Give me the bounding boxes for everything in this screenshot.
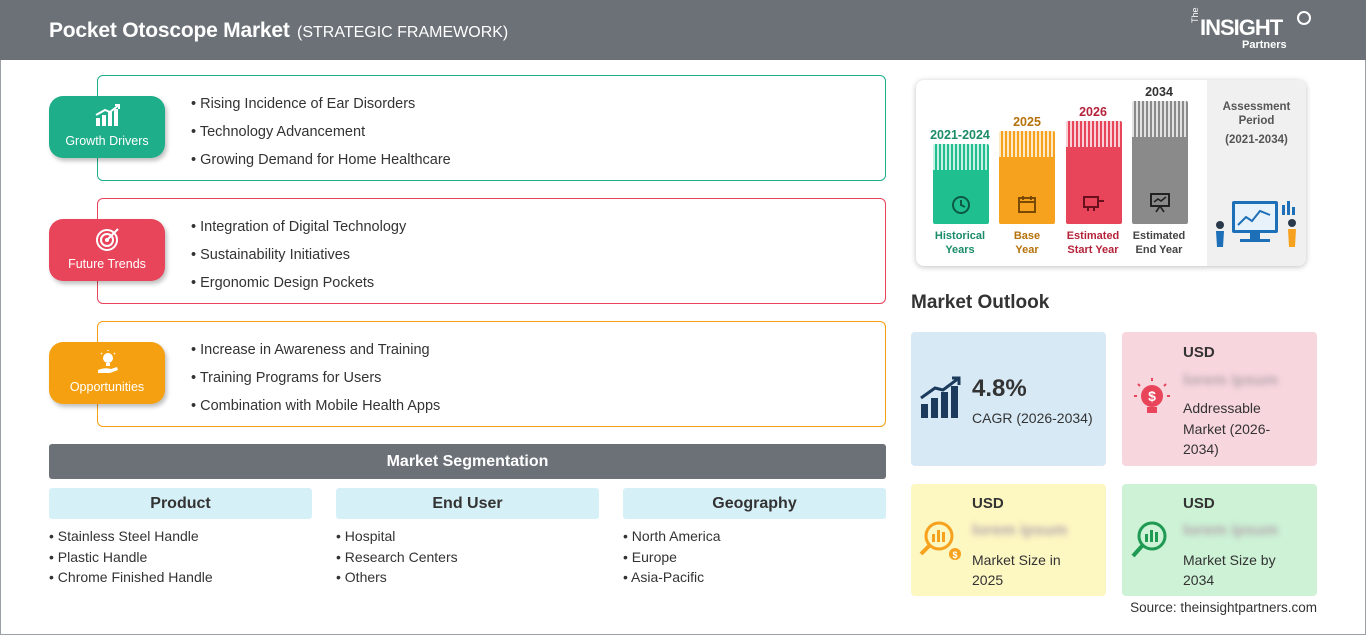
target-icon: [96, 228, 119, 251]
chart-search-icon: [1131, 521, 1167, 558]
money-search-icon: $: [919, 521, 961, 560]
list-item: • Sustainability Initiatives: [191, 247, 351, 263]
timeline-bar: [1132, 101, 1188, 224]
page-subtitle: (STRATEGIC FRAMEWORK): [297, 24, 509, 41]
size-2025-label-2: 2025: [972, 572, 1004, 588]
source-text: Source: theinsightpartners.com: [1130, 600, 1317, 615]
growth-drivers-box: • Rising Incidence of Ear Disorders • Te…: [97, 75, 886, 181]
addressable-market-card: USD lorem ipsum $ Addressable Market (20…: [1122, 332, 1317, 466]
market-outlook-title: Market Outlook: [911, 292, 1050, 313]
list-item: • Training Programs for Users: [191, 370, 382, 386]
opportunities-badge: Opportunities: [49, 342, 165, 404]
timeline-year: 2034: [1145, 85, 1173, 99]
size-2025-label-1: Market Size in: [972, 552, 1061, 568]
future-trends-badge: Future Trends: [49, 219, 165, 281]
growth-drivers-label: Growth Drivers: [65, 134, 149, 148]
opportunities-box: • Increase in Awareness and Training • T…: [97, 321, 886, 427]
addressable-value: lorem ipsum: [1183, 372, 1279, 389]
timeline-bar: [999, 131, 1055, 224]
segment-head: End User: [336, 488, 599, 519]
page-title: Pocket Otoscope Market: [49, 19, 290, 42]
future-trends-list: • Integration of Digital Technology • Su…: [191, 217, 406, 301]
list-item: • Rising Incidence of Ear Disorders: [191, 96, 416, 112]
future-trends-label: Future Trends: [68, 257, 146, 271]
list-item: • Asia-Pacific: [623, 569, 705, 585]
list-item: • Technology Advancement: [191, 124, 366, 140]
addressable-label-1: Addressable: [1183, 400, 1261, 416]
size-2025-usd: USD: [972, 495, 1004, 512]
market-size-2025-card: USD lorem ipsum $ Market Size in 2025: [911, 484, 1106, 596]
lightbulb-hand-icon: [98, 350, 118, 373]
logo-the-text: The: [1190, 7, 1200, 23]
size-2034-label-2: 2034: [1183, 572, 1215, 588]
growth-chart-icon: [95, 104, 120, 126]
addressable-label-2: Market (2026-: [1183, 421, 1271, 437]
segment-head: Geography: [623, 488, 886, 519]
history-icon: [952, 196, 970, 214]
size-2034-usd: USD: [1183, 495, 1215, 512]
logo-main-text: INSIGHT: [1200, 15, 1283, 40]
calendar-icon: [1018, 196, 1036, 213]
segment-geography: Geography • North America • Europe • Asi…: [623, 488, 886, 588]
cagr-card: 4.8% CAGR (2026-2034): [911, 332, 1106, 466]
segment-head: Product: [49, 488, 312, 519]
list-item: • Hospital: [336, 528, 396, 544]
growth-bars-icon: [920, 376, 961, 418]
growth-drivers-badge: Growth Drivers: [49, 96, 165, 158]
list-item: • Ergonomic Design Pockets: [191, 275, 375, 291]
assessment-text-2: Period: [1238, 115, 1275, 127]
size-2034-label-1: Market Size by: [1183, 552, 1276, 568]
opportunities-label: Opportunities: [69, 380, 145, 394]
list-item: • North America: [623, 528, 721, 544]
dollar-bulb-icon: $: [1134, 378, 1170, 413]
svg-text:$: $: [952, 550, 957, 560]
list-item: • Growing Demand for Home Healthcare: [191, 152, 451, 168]
list-item: • Plastic Handle: [49, 548, 148, 565]
cagr-label: CAGR (2026-2034): [972, 410, 1093, 426]
assessment-text-3: (2021-2034): [1225, 134, 1288, 146]
growth-drivers-list: • Rising Incidence of Ear Disorders • Te…: [191, 94, 451, 178]
logo-sub-text: Partners: [1242, 39, 1287, 51]
list-item: • Stainless Steel Handle: [49, 528, 199, 544]
timeline-bar: [1066, 121, 1122, 224]
list-item: • Europe: [623, 548, 677, 565]
start-flag-icon: [1083, 196, 1104, 211]
timeline-year: 2025: [1013, 115, 1041, 129]
list-item: • Increase in Awareness and Training: [191, 342, 430, 358]
cagr-value: 4.8%: [972, 375, 1027, 402]
addressable-usd: USD: [1183, 344, 1215, 361]
timeline-bar: [933, 144, 989, 224]
logo-ring-icon: [1297, 11, 1311, 25]
presentation-icon: [1150, 193, 1170, 213]
timeline-year: 2026: [1079, 105, 1107, 119]
timeline-year: 2021-2024: [930, 128, 990, 142]
segment-product: Product • Stainless Steel Handle • Plast…: [49, 488, 312, 588]
size-2025-value: lorem ipsum: [972, 522, 1068, 539]
segment-end-user: End User • Hospital • Research Centers •…: [336, 488, 599, 588]
list-item: • Others: [336, 569, 387, 585]
opportunities-list: • Increase in Awareness and Training • T…: [191, 340, 440, 424]
insight-partners-logo: The INSIGHT Partners: [1190, 7, 1311, 53]
future-trends-box: • Integration of Digital Technology • Su…: [97, 198, 886, 304]
size-2034-value: lorem ipsum: [1183, 522, 1279, 539]
list-item: • Chrome Finished Handle: [49, 569, 213, 585]
addressable-label-3: 2034): [1183, 441, 1219, 457]
segmentation-title: Market Segmentation: [49, 444, 886, 479]
list-item: • Combination with Mobile Health Apps: [191, 398, 441, 414]
list-item: • Research Centers: [336, 548, 458, 565]
header: Pocket Otoscope Market (STRATEGIC FRAMEW…: [0, 0, 1366, 60]
svg-text:$: $: [1148, 388, 1156, 404]
assessment-text-1: Assessment: [1222, 101, 1291, 113]
market-size-2034-card: USD lorem ipsum Market Size by 2034: [1122, 484, 1317, 596]
list-item: • Integration of Digital Technology: [191, 219, 407, 235]
analytics-people-icon: [1216, 201, 1296, 247]
